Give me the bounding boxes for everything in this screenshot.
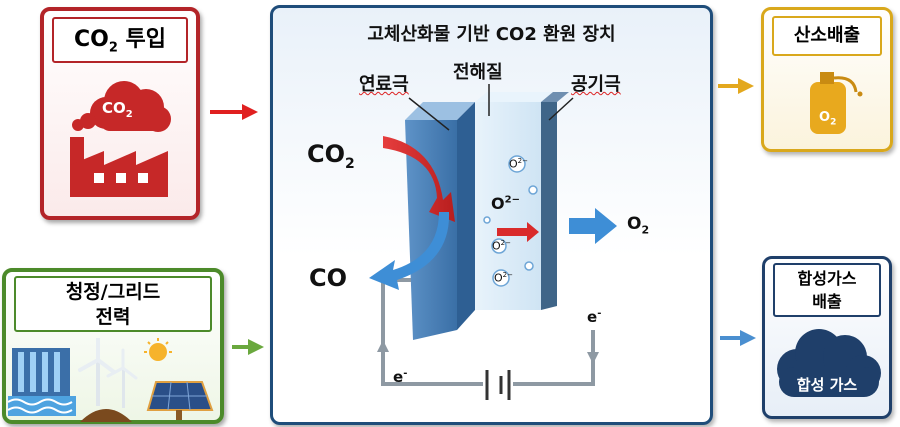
oxygen-output-panel: 산소배출 O2 xyxy=(761,7,893,152)
power-to-device-arrow xyxy=(232,339,264,355)
oxygen-tank-icon xyxy=(810,72,863,134)
oxygen-output-title: 산소배출 xyxy=(772,16,882,56)
sun-icon xyxy=(144,338,172,361)
co2-input-title: CO2 투입 xyxy=(73,27,167,56)
co2-inflow-arrow xyxy=(383,136,455,222)
oxygen-tank-label: O2 xyxy=(819,110,837,128)
co-outflow-arrow xyxy=(369,212,450,290)
renewables-illustration xyxy=(7,338,214,422)
air-electrode-label: 공기극 xyxy=(571,74,621,95)
fuel-electrode-label: 연료극 xyxy=(359,74,409,95)
syngas-output-title-line2: 배출 xyxy=(812,292,842,311)
oxygen-ion-bubble-label-3: O2− xyxy=(494,271,513,285)
oxygen-ion-bubble-label-1: O2− xyxy=(509,157,528,171)
oxygen-ion-label: O2− xyxy=(491,194,520,213)
device-to-syngas-arrow xyxy=(720,330,756,346)
device-panel: 고체산화물 기반 CO2 환원 장치 xyxy=(270,5,713,425)
o2-outflow-arrow xyxy=(569,208,617,244)
power-source-icon xyxy=(485,370,511,400)
fuel-electrode-layer xyxy=(405,120,457,340)
electron-flow-arrow-down xyxy=(587,352,599,364)
electrolyte-label: 전해질 xyxy=(453,62,503,83)
electron-label-left: e- xyxy=(393,368,408,386)
air-electrode-layer xyxy=(541,102,557,310)
device-title: 고체산화물 기반 CO2 환원 장치 xyxy=(367,24,616,45)
grid-power-title-line1: 청정/그리드 xyxy=(65,281,161,303)
electron-label-right: e- xyxy=(587,308,602,326)
grid-power-title-line2: 전력 xyxy=(95,306,131,328)
co2-label: CO2 xyxy=(307,140,355,172)
co2-to-device-arrow xyxy=(210,104,258,120)
grid-power-panel: 청정/그리드 전력 xyxy=(2,268,224,424)
oxygen-ion-bubble-label-2: O2− xyxy=(492,239,511,253)
factory-icon xyxy=(70,81,171,197)
label-pointer-lines xyxy=(408,84,574,131)
oxygen-ion-arrow xyxy=(497,222,539,242)
syngas-output-title-line1: 합성가스 xyxy=(797,269,857,288)
oxygen-ion-bubbles xyxy=(483,155,538,287)
device-illustration xyxy=(369,92,617,400)
electron-flow-arrow-up xyxy=(377,340,389,352)
syngas-output-header: 합성가스 배출 xyxy=(773,263,881,317)
co2-cloud-label: CO2 xyxy=(102,99,133,120)
o2-product-label: O2 xyxy=(627,214,650,237)
solar-panel-icon xyxy=(146,381,214,420)
syngas-output-panel: 합성가스 배출 합성 가스 xyxy=(762,256,892,419)
grid-power-header: 청정/그리드 전력 xyxy=(14,276,212,332)
co2-cloud xyxy=(90,81,171,132)
co2-input-panel: CO2 투입 CO2 xyxy=(40,7,200,220)
device-to-o2-arrow xyxy=(718,78,754,94)
syngas-cloud-icon xyxy=(777,329,881,397)
wind-turbine-icon xyxy=(78,338,138,422)
co-label: CO xyxy=(309,264,348,292)
hydro-dam-icon xyxy=(7,348,76,416)
syngas-cloud-label: 합성 가스 xyxy=(796,376,858,394)
electrolyte-layer xyxy=(475,102,541,310)
co2-input-header: CO2 투입 xyxy=(52,17,188,63)
